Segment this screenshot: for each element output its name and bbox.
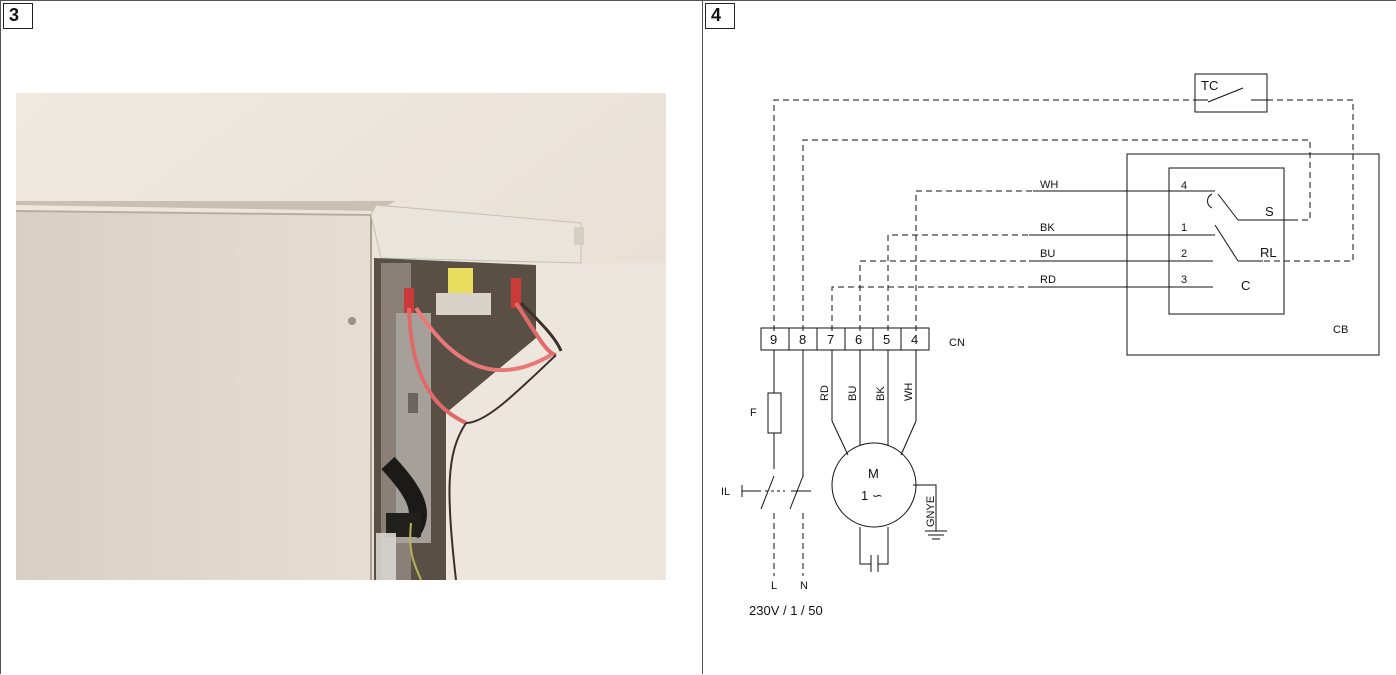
control-box <box>1126 153 1380 356</box>
fuse-label: F <box>750 407 757 419</box>
thermostat-label: TC <box>1201 78 1218 93</box>
motor-wire-rd: RD <box>819 385 831 401</box>
terminal-block-label: CN <box>949 337 965 349</box>
terminal-7: 7 <box>827 332 834 347</box>
cb-pin-1: 1 <box>1181 222 1187 234</box>
contact-c: C <box>1241 278 1250 293</box>
panel-number-4: 4 <box>705 3 735 29</box>
contact-rl: RL <box>1260 245 1277 260</box>
neutral-label: N <box>800 580 808 592</box>
terminal-9: 9 <box>770 332 777 347</box>
wire-label-bk: BK <box>1040 222 1055 234</box>
terminal-6: 6 <box>855 332 862 347</box>
terminal-8: 8 <box>799 332 806 347</box>
motor-symbol <box>831 442 917 528</box>
installation-photo <box>16 93 666 580</box>
cb-pin-2: 2 <box>1181 248 1187 260</box>
cb-pin-3: 3 <box>1181 274 1187 286</box>
motor-wire-bu: BU <box>847 386 859 401</box>
thermostat-switch <box>1207 87 1244 103</box>
supply-label: 230V / 1 / 50 <box>749 603 823 618</box>
terminal-block <box>760 327 930 351</box>
fuse-symbol <box>767 392 782 434</box>
motor-wire-wh: WH <box>903 383 915 401</box>
wire-label-rd: RD <box>1040 274 1056 286</box>
earth-label: GNYE <box>925 496 937 527</box>
live-label: L <box>771 580 777 592</box>
cb-pin-4: 4 <box>1181 180 1187 192</box>
thermostat-box <box>1194 73 1268 113</box>
motor-wire-bk: BK <box>875 386 887 401</box>
isolator-blade-l <box>760 475 775 510</box>
terminal-4: 4 <box>911 332 918 347</box>
dashed-wiring <box>773 99 1354 331</box>
terminal-5: 5 <box>883 332 890 347</box>
diagram-panel: 4 TC WH BK BU RD CB 4 1 <box>702 0 1396 674</box>
motor-label: M <box>868 466 879 481</box>
wire-label-wh: WH <box>1040 179 1058 191</box>
contact-s: S <box>1265 204 1274 219</box>
motor-phase: 1 ∽ <box>861 488 883 503</box>
wiring-diagram: TC WH BK BU RD CB 4 1 2 3 <box>721 73 1380 618</box>
isolator-label: IL <box>721 486 730 498</box>
photo-panel: 3 <box>0 0 702 674</box>
control-box-label: CB <box>1333 324 1348 336</box>
panel-number-3: 3 <box>3 3 33 29</box>
isolator-blade-n <box>789 475 804 510</box>
relay-contact <box>1207 193 1213 209</box>
relay-box <box>1168 167 1285 315</box>
wire-label-bu: BU <box>1040 248 1055 260</box>
